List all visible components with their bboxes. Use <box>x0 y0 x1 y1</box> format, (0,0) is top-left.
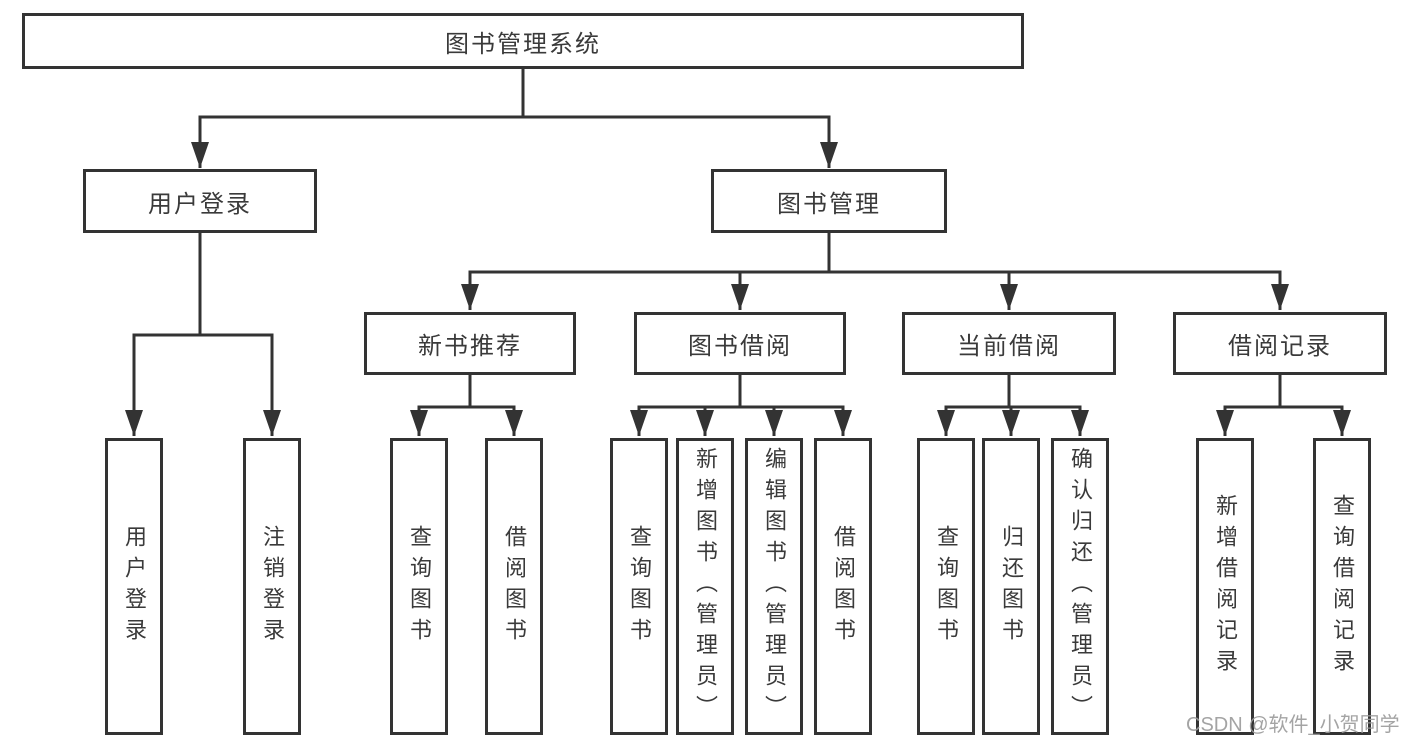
node-new-book-recommend: 新书推荐 <box>364 312 576 375</box>
leaf-label: 归还图书 <box>999 524 1024 649</box>
leaf-label: 查询借阅记录 <box>1330 493 1355 680</box>
arrowhead-icons <box>125 142 1351 436</box>
leaf-add-borrow-record: 新增借阅记录 <box>1196 438 1254 735</box>
node-current-borrowing: 当前借阅 <box>902 312 1116 375</box>
node-library-management-system: 图书管理系统 <box>22 13 1024 69</box>
leaf-label: 用户登录 <box>122 524 147 649</box>
leaf-confirm-return-admin: 确认归还（管理员） <box>1051 438 1109 735</box>
leaf-label: 确认归还（管理员） <box>1068 447 1093 726</box>
leaf-add-books-admin: 新增图书（管理员） <box>676 438 734 735</box>
node-book-management: 图书管理 <box>711 169 947 233</box>
node-borrow-records: 借阅记录 <box>1173 312 1387 375</box>
csdn-watermark: CSDN @软件_小贺同学 <box>1186 714 1400 736</box>
leaf-user-login: 用户登录 <box>105 438 163 735</box>
leaf-label: 查询图书 <box>627 524 652 649</box>
leaf-edit-books-admin: 编辑图书（管理员） <box>745 438 803 735</box>
leaf-label: 注销登录 <box>260 524 285 649</box>
node-user-login: 用户登录 <box>83 169 317 233</box>
leaf-query-books-current: 查询图书 <box>917 438 975 735</box>
leaf-borrow-books: 借阅图书 <box>814 438 872 735</box>
leaf-logout: 注销登录 <box>243 438 301 735</box>
leaf-borrow-books-recommend: 借阅图书 <box>485 438 543 735</box>
leaf-label: 新增图书（管理员） <box>693 447 718 726</box>
leaf-label: 借阅图书 <box>831 524 856 649</box>
leaf-label: 新增借阅记录 <box>1213 493 1238 680</box>
leaf-query-borrow-record: 查询借阅记录 <box>1313 438 1371 735</box>
leaf-query-books-recommend: 查询图书 <box>390 438 448 735</box>
node-book-borrowing: 图书借阅 <box>634 312 846 375</box>
leaf-label: 查询图书 <box>407 524 432 649</box>
leaf-label: 借阅图书 <box>502 524 527 649</box>
leaf-query-books-borrowing: 查询图书 <box>610 438 668 735</box>
leaf-label: 查询图书 <box>934 524 959 649</box>
leaf-label: 编辑图书（管理员） <box>762 447 787 726</box>
leaf-return-books: 归还图书 <box>982 438 1040 735</box>
